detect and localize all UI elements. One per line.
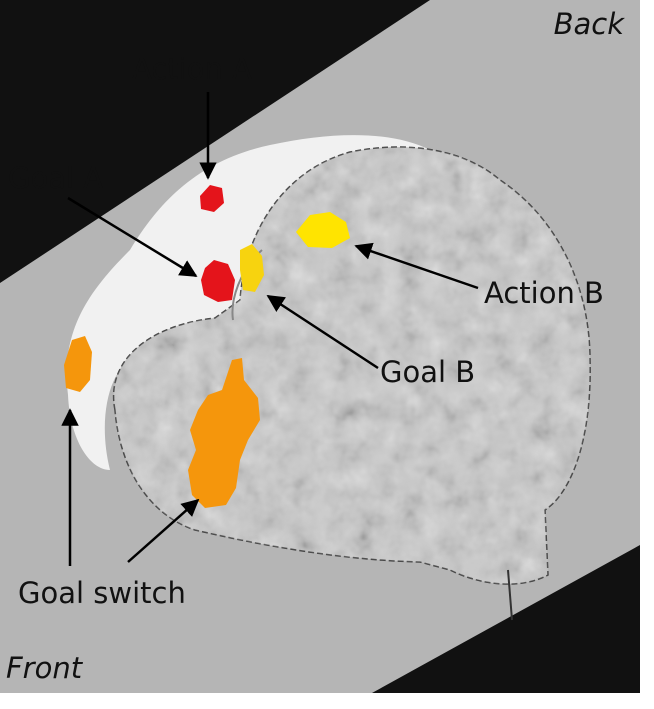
label-goal-switch: Goal switch <box>18 576 186 610</box>
arrow-goal-switch-lateral <box>127 498 200 563</box>
activation-goal-switch-medial <box>64 336 92 392</box>
activation-goal-a <box>201 260 235 302</box>
label-action-a: Action A <box>132 52 252 86</box>
label-goal-a: Goal A <box>8 161 103 195</box>
black-slab-top <box>0 0 430 283</box>
label-goal-b: Goal B <box>380 355 475 389</box>
cerebellum-stem <box>507 569 513 621</box>
black-slab-bottom <box>372 545 640 693</box>
label-back: Back <box>554 7 626 41</box>
activation-action-b <box>296 212 350 248</box>
medial-surface <box>66 135 431 470</box>
activation-action-a <box>200 185 224 212</box>
label-action-b: Action B <box>484 276 604 310</box>
arrow-goal-a <box>67 196 198 278</box>
arrow-goal-b <box>266 294 379 370</box>
activation-goal-switch-lateral <box>188 358 260 508</box>
activation-goal-b <box>240 244 264 292</box>
label-front: Front <box>6 651 84 685</box>
arrow-action-b <box>354 242 479 290</box>
